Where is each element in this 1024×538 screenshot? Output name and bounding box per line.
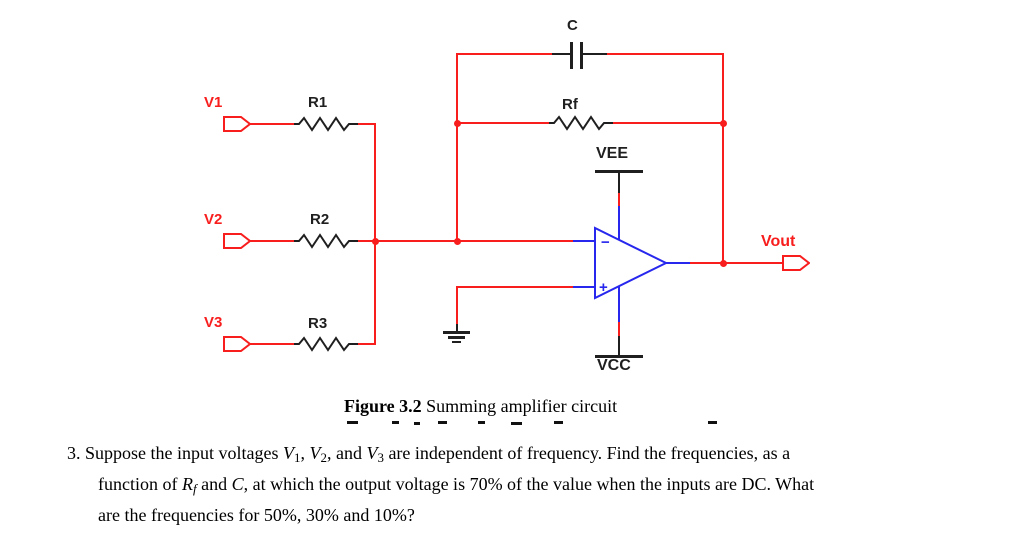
clipped-fragment [438, 421, 447, 424]
wire-segment [690, 262, 783, 264]
input-terminal-v1 [223, 116, 251, 132]
question-text: 3. Suppose the input voltages V1, V2, an… [67, 440, 967, 528]
clipped-fragment [347, 421, 358, 424]
wire-segment [250, 123, 294, 125]
question-line: function of Rf and C, at which the outpu… [98, 474, 815, 497]
wire-segment [250, 240, 294, 242]
clipped-fragment [554, 421, 563, 424]
wire-segment [456, 53, 458, 242]
resistor-rf-label: Rf [562, 96, 578, 113]
question-line: are the frequencies for 50%, 30% and 10%… [98, 505, 415, 526]
wire-segment [606, 53, 724, 55]
capacitor-plate [580, 42, 583, 69]
wire-segment [358, 123, 376, 125]
junction-dot [372, 238, 379, 245]
capacitor-plate [570, 42, 573, 69]
ground-icon [443, 331, 470, 334]
supply-bar [595, 170, 643, 173]
ground-icon [452, 341, 461, 343]
clipped-fragment [511, 422, 522, 425]
supply-pin [618, 172, 620, 193]
clipped-fragment [478, 421, 485, 424]
wire-segment [457, 286, 573, 288]
junction-dot [454, 120, 461, 127]
wire-segment [358, 343, 376, 345]
input-terminal-label: V1 [204, 94, 223, 111]
resistor-r3 [294, 336, 358, 352]
resistor-r2 [294, 233, 358, 249]
clipped-fragment [392, 421, 399, 424]
supply-pin [618, 336, 620, 356]
wire-segment [456, 286, 458, 324]
pos-supply-label: VCC [597, 357, 631, 374]
wire-segment [374, 123, 376, 345]
resistor-r2-label: R2 [310, 211, 330, 228]
resistor-r1-label: R1 [308, 94, 328, 111]
resistor-rf [549, 115, 613, 131]
supply-bar [595, 355, 643, 358]
wire-segment [722, 53, 724, 264]
wire-segment [618, 322, 620, 336]
figure-caption-text: Summing amplifier circuit [426, 396, 618, 416]
opamp-triangle [594, 226, 669, 300]
wire-segment [612, 122, 724, 124]
wire-segment [457, 122, 549, 124]
resistor-r1 [294, 116, 358, 132]
opamp-inverting-sign: − [601, 234, 610, 251]
clipped-fragment [708, 421, 717, 424]
output-terminal-vout [782, 255, 810, 271]
output-terminal-label: Vout [761, 233, 796, 250]
input-terminal-v3 [223, 336, 251, 352]
wire-segment [250, 343, 294, 345]
neg-supply-label: VEE [596, 145, 629, 162]
junction-dot [720, 260, 727, 267]
junction-dot [454, 238, 461, 245]
input-terminal-label: V3 [204, 314, 223, 331]
input-terminal-label: V2 [204, 211, 223, 228]
ground-icon [456, 324, 458, 331]
opamp-noninverting-sign: + [599, 279, 608, 296]
resistor-r3-label: R3 [308, 315, 328, 332]
figure-number: Figure 3.2 [344, 396, 422, 416]
clipped-fragment [414, 422, 420, 425]
capacitor-lead [583, 53, 607, 55]
wire-segment [358, 240, 573, 242]
ground-icon [448, 336, 465, 339]
opamp: − + [573, 206, 690, 322]
wire-segment [618, 193, 620, 206]
input-terminal-v2 [223, 233, 251, 249]
junction-dot [720, 120, 727, 127]
figure-caption: Figure 3.2 Summing amplifier circuit [344, 396, 617, 417]
capacitor-label: C [567, 17, 578, 34]
question-line: 3. Suppose the input voltages V1, V2, an… [67, 443, 791, 466]
capacitor-lead [552, 53, 572, 55]
wire-segment [457, 53, 553, 55]
